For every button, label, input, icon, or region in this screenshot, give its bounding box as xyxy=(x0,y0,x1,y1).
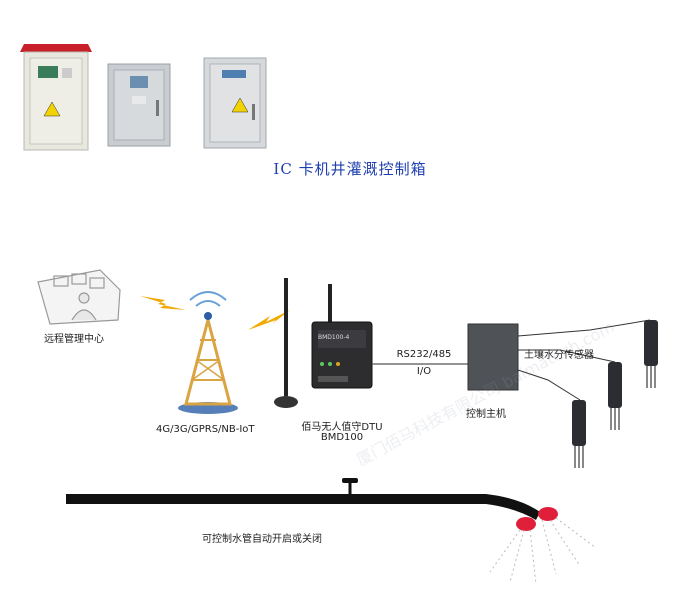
sprinkler-valves xyxy=(489,507,597,585)
water-pipe xyxy=(66,478,540,520)
interface-top-label: RS232/485 xyxy=(396,349,452,360)
dtu-device-text: BMD100-4 xyxy=(318,334,350,341)
pipe-label: 可控制水管自动开启或关闭 xyxy=(202,534,322,545)
dtu-label-line2: BMD100 xyxy=(320,432,364,443)
remote-center-label: 远程管理中心 xyxy=(44,334,104,345)
soil-sensor-3 xyxy=(572,400,586,468)
diagram-title: IC 卡机井灌溉控制箱 xyxy=(273,160,427,178)
cabinet-red-roof xyxy=(20,44,92,151)
network-label: 4G/3G/GPRS/NB-IoT xyxy=(156,424,255,435)
cabinet-light xyxy=(203,57,267,149)
dtu-label-line1: 佰马无人值守DTU xyxy=(301,422,383,433)
remote-center-icon xyxy=(37,269,121,325)
antenna-icon xyxy=(274,278,298,408)
soil-sensor-1 xyxy=(644,320,658,388)
sensor-wires xyxy=(517,319,651,401)
sensor-label: 土壤水分传感器 xyxy=(524,350,594,361)
cabinet-grey xyxy=(107,63,171,147)
controller-label: 控制主机 xyxy=(466,409,506,420)
cell-tower-icon xyxy=(178,291,238,414)
dtu-device xyxy=(311,284,373,389)
controller-box xyxy=(467,323,519,391)
lightning-icon-right xyxy=(248,310,290,330)
interface-bottom-label: I/O xyxy=(416,366,432,377)
soil-sensor-2 xyxy=(608,362,622,430)
lightning-icon-left xyxy=(140,296,186,310)
